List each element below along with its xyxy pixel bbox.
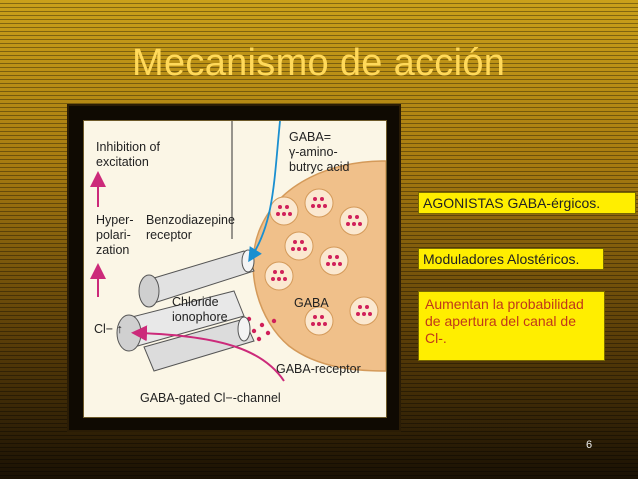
cl-flow-arrow bbox=[131, 325, 285, 382]
label-gaba-def-1: GABA= bbox=[289, 130, 331, 144]
label-chloride-2: ionophore bbox=[172, 310, 228, 324]
label-gaba-receptor: GABA-receptor bbox=[276, 362, 361, 376]
agonistas-box: AGONISTAS GABA-érgicos. bbox=[418, 192, 636, 214]
vesicle-dots bbox=[271, 197, 372, 326]
label-chloride-1: Chloride bbox=[172, 295, 219, 309]
label-inhibition-2: excitation bbox=[96, 155, 149, 169]
label-gaba-gated-channel: GABA-gated Cl−-channel bbox=[140, 391, 281, 405]
figure-frame: Inhibition of excitation Hyper- polari- … bbox=[67, 104, 401, 432]
label-hyper-1: Hyper- bbox=[96, 213, 134, 227]
gaba-mechanism-figure: Inhibition of excitation Hyper- polari- … bbox=[83, 120, 387, 418]
label-gaba-def-3: butryc acid bbox=[289, 160, 349, 174]
label-hyper-2: polari- bbox=[96, 228, 131, 242]
label-gaba-def-2: γ-amino- bbox=[289, 145, 338, 159]
label-inhibition-1: Inhibition of bbox=[96, 140, 160, 154]
aumentan-box: Aumentan la probabilidad de apertura del… bbox=[418, 291, 605, 361]
page-number: 6 bbox=[586, 439, 593, 451]
label-benzo-2: receptor bbox=[146, 228, 192, 242]
label-hyper-3: zation bbox=[96, 243, 129, 257]
moduladores-box: Moduladores Alostéricos. bbox=[418, 248, 604, 270]
slide-title: Mecanismo de acción bbox=[132, 42, 506, 84]
label-cl: Cl− ↑ bbox=[94, 322, 123, 336]
blue-arrow bbox=[248, 121, 281, 263]
vesicles bbox=[264, 188, 379, 336]
label-benzo-1: Benzodiazepine bbox=[146, 213, 235, 227]
figure-drawing: Inhibition of excitation Hyper- polari- … bbox=[90, 121, 386, 405]
label-gaba: GABA bbox=[294, 296, 329, 310]
chloride-channel bbox=[116, 249, 255, 372]
